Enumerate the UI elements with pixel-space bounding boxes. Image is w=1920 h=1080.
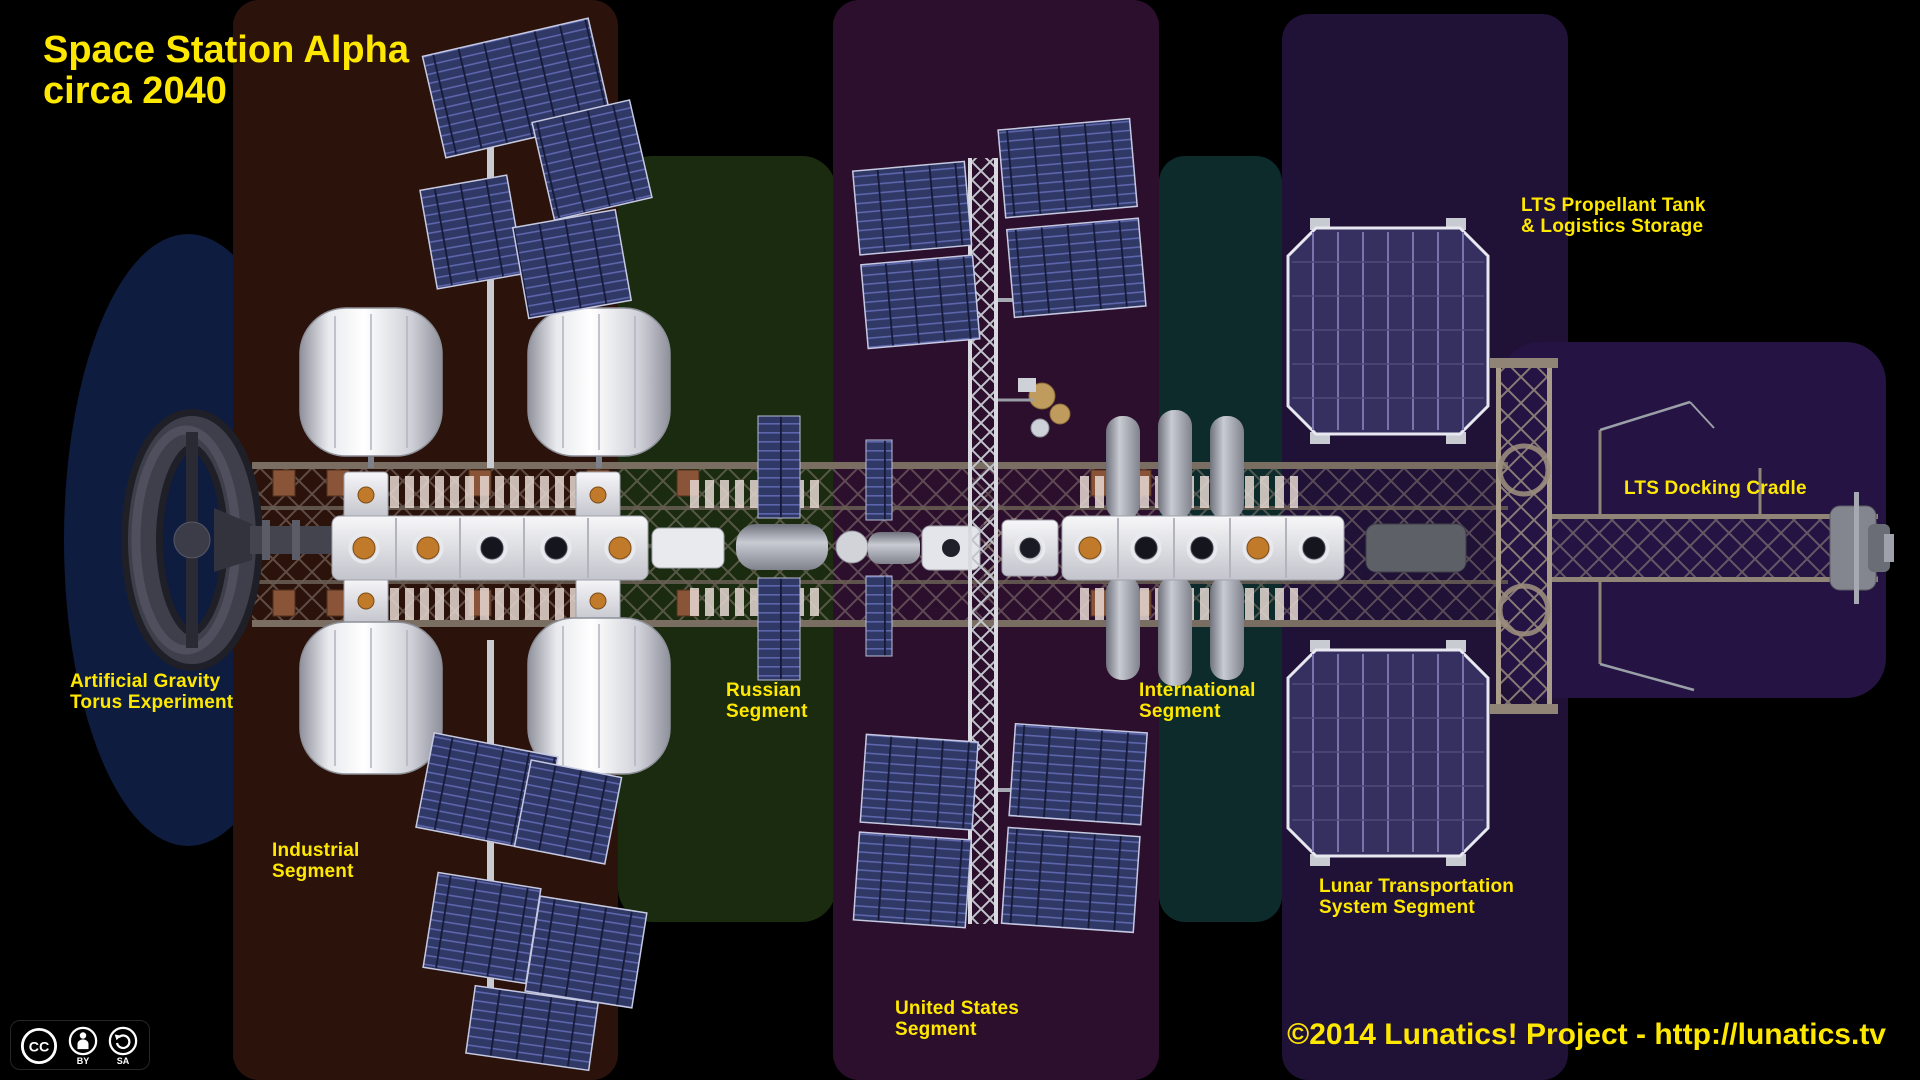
lts-tower [1490,358,1558,714]
inflatable-tanks [299,307,671,775]
label-united-states-segment: United States Segment [895,998,1020,1040]
label-lts-propellant-tank: LTS Propellant Tank & Logistics Storage [1521,195,1706,237]
lts-axis-module [1365,523,1467,573]
copyright-text: ©2014 Lunatics! Project - http://lunatic… [1287,1018,1886,1051]
torus-module [121,409,346,671]
inflatable-tank [527,617,671,775]
lts-logistics-block-lower [1286,640,1490,866]
title-line-2: circa 2040 [43,70,227,112]
industrial-solar-arrays-upper [419,17,653,468]
attribution-icon [68,1026,98,1056]
cc-sa-group: SA [108,1026,138,1066]
title-line-1: Space Station Alpha [43,29,409,71]
industrial-solar-arrays-lower [415,640,648,1072]
inflatable-tank [299,621,443,775]
cc-icon-text: CC [29,1039,50,1055]
international-modules [1061,410,1345,686]
share-alike-icon [108,1026,138,1056]
label-lunar-transportation-segment: Lunar Transportation System Segment [1319,876,1515,918]
cc-icon: CC [20,1027,58,1065]
us-solar-arrays [851,117,1148,934]
industrial-modules [331,471,649,625]
page-title: Space Station Alpha circa 2040 [43,30,409,112]
label-industrial-segment: Industrial Segment [272,840,360,882]
lts-cradle-truss [1552,400,1894,692]
inflatable-tank [527,307,671,468]
inflatable-tank [299,307,443,468]
lts-logistics-block-upper [1286,218,1490,444]
cc-by-group: BY [68,1026,98,1066]
label-international-segment: International Segment [1139,680,1256,722]
label-russian-segment: Russian Segment [726,680,808,722]
russian-modules [651,518,1050,578]
label-lts-docking-cradle: LTS Docking Cradle [1624,478,1807,499]
cc-sa-label: SA [116,1056,130,1066]
cc-license-badge: CC BY SA [10,1020,150,1070]
label-artificial-gravity-torus: Artificial Gravity Torus Experiment [70,671,234,713]
cc-by-label: BY [76,1056,90,1066]
russian-solar-panels [757,415,893,681]
